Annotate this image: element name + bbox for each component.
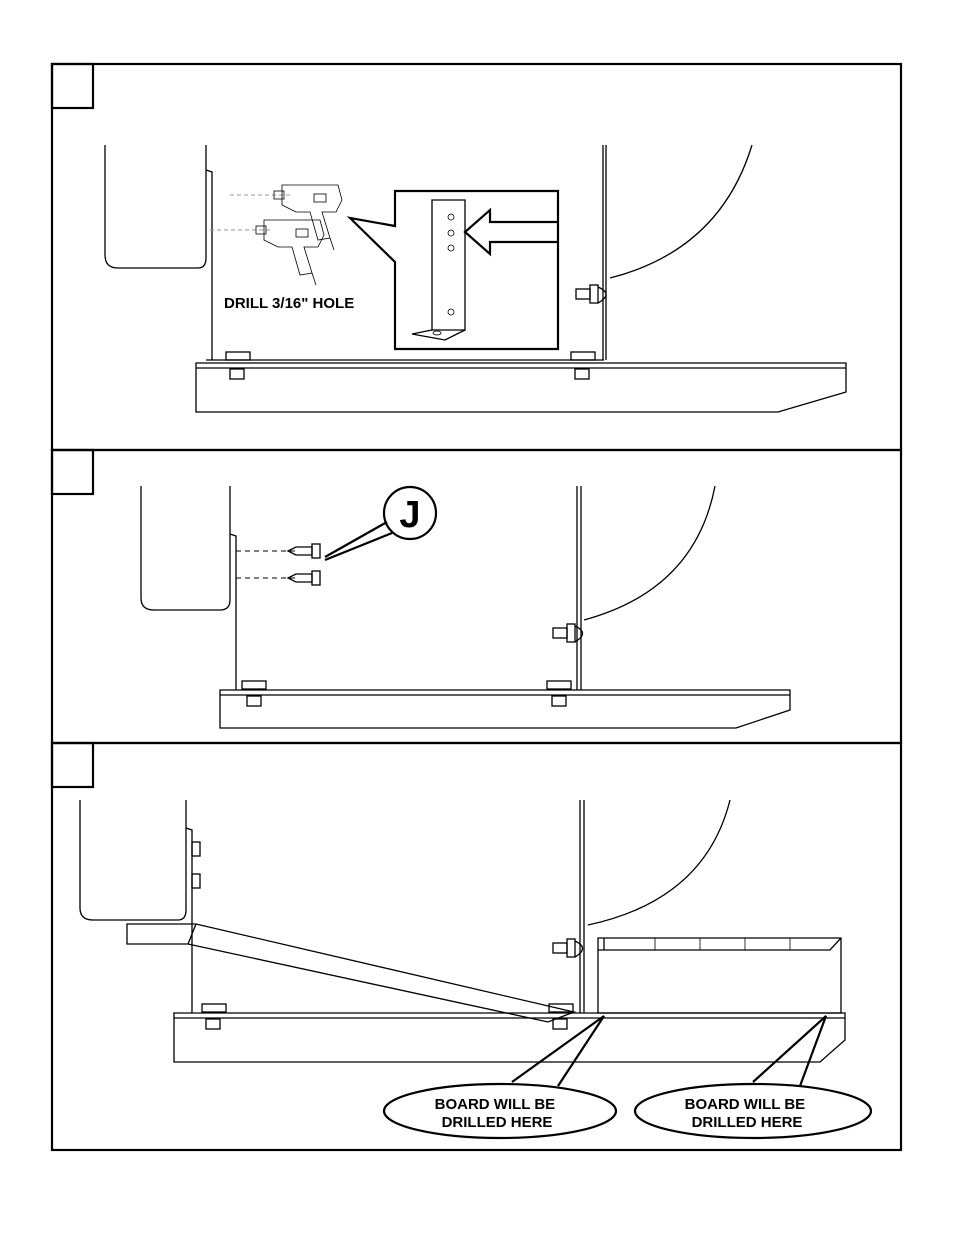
drill-icon	[256, 220, 324, 285]
callout-right-line2: DRILLED HERE	[692, 1114, 803, 1131]
cabinet-left	[80, 800, 186, 920]
base-board	[174, 1013, 845, 1062]
callout-right-line1: BOARD WILL BE	[685, 1096, 806, 1113]
bracket-left	[230, 534, 236, 690]
step-number-box	[52, 743, 93, 787]
curved-housing	[584, 486, 715, 620]
bolt-icon	[553, 939, 583, 957]
upright-right	[603, 145, 606, 360]
cabinet-left	[105, 145, 206, 268]
base-board	[196, 363, 846, 412]
step-3-panel: BOARD WILL BE DRILLED HERE BOARD WILL BE…	[52, 743, 901, 1150]
step-2-panel: J	[52, 450, 901, 743]
panel-border	[52, 64, 901, 450]
arrow-left-icon	[465, 210, 557, 254]
part-leader-line	[325, 522, 392, 560]
angled-support	[127, 924, 574, 1022]
curved-housing	[610, 145, 752, 278]
part-label: J	[399, 494, 420, 536]
bolt-icon	[576, 285, 606, 303]
step-number-box	[52, 450, 93, 494]
detail-inset	[350, 191, 558, 349]
curved-housing	[588, 800, 730, 925]
storage-box	[598, 938, 841, 1013]
upright-right	[580, 800, 584, 1013]
base-board	[220, 690, 790, 728]
upright-right	[577, 486, 581, 690]
callout-text-left: BOARD WILL BE DRILLED HERE	[435, 1096, 560, 1131]
nut-icon	[226, 352, 595, 379]
bolt-icon	[553, 624, 583, 642]
panel-border	[52, 450, 901, 743]
panel-border	[52, 743, 901, 1150]
nut-icon	[242, 681, 571, 706]
callout-pointer	[753, 1016, 826, 1086]
bolt-icon	[192, 842, 200, 888]
nut-icon	[202, 1004, 573, 1029]
bracket-detail	[412, 200, 465, 340]
drill-icon	[274, 185, 342, 250]
callout-left-line1: BOARD WILL BE	[435, 1096, 556, 1113]
step-1-panel: DRILL 3/16" HOLE	[52, 64, 901, 450]
drill-callout: DRILL 3/16" HOLE	[224, 295, 354, 312]
callout-text-right: BOARD WILL BE DRILLED HERE	[685, 1096, 810, 1131]
box-ribs	[655, 938, 790, 950]
bracket-left	[186, 828, 192, 1013]
cabinet-left	[141, 486, 230, 610]
bracket-left	[206, 170, 212, 360]
callout-pointer	[512, 1016, 604, 1086]
step-number-box	[52, 64, 93, 108]
callout-left-line2: DRILLED HERE	[442, 1114, 553, 1131]
